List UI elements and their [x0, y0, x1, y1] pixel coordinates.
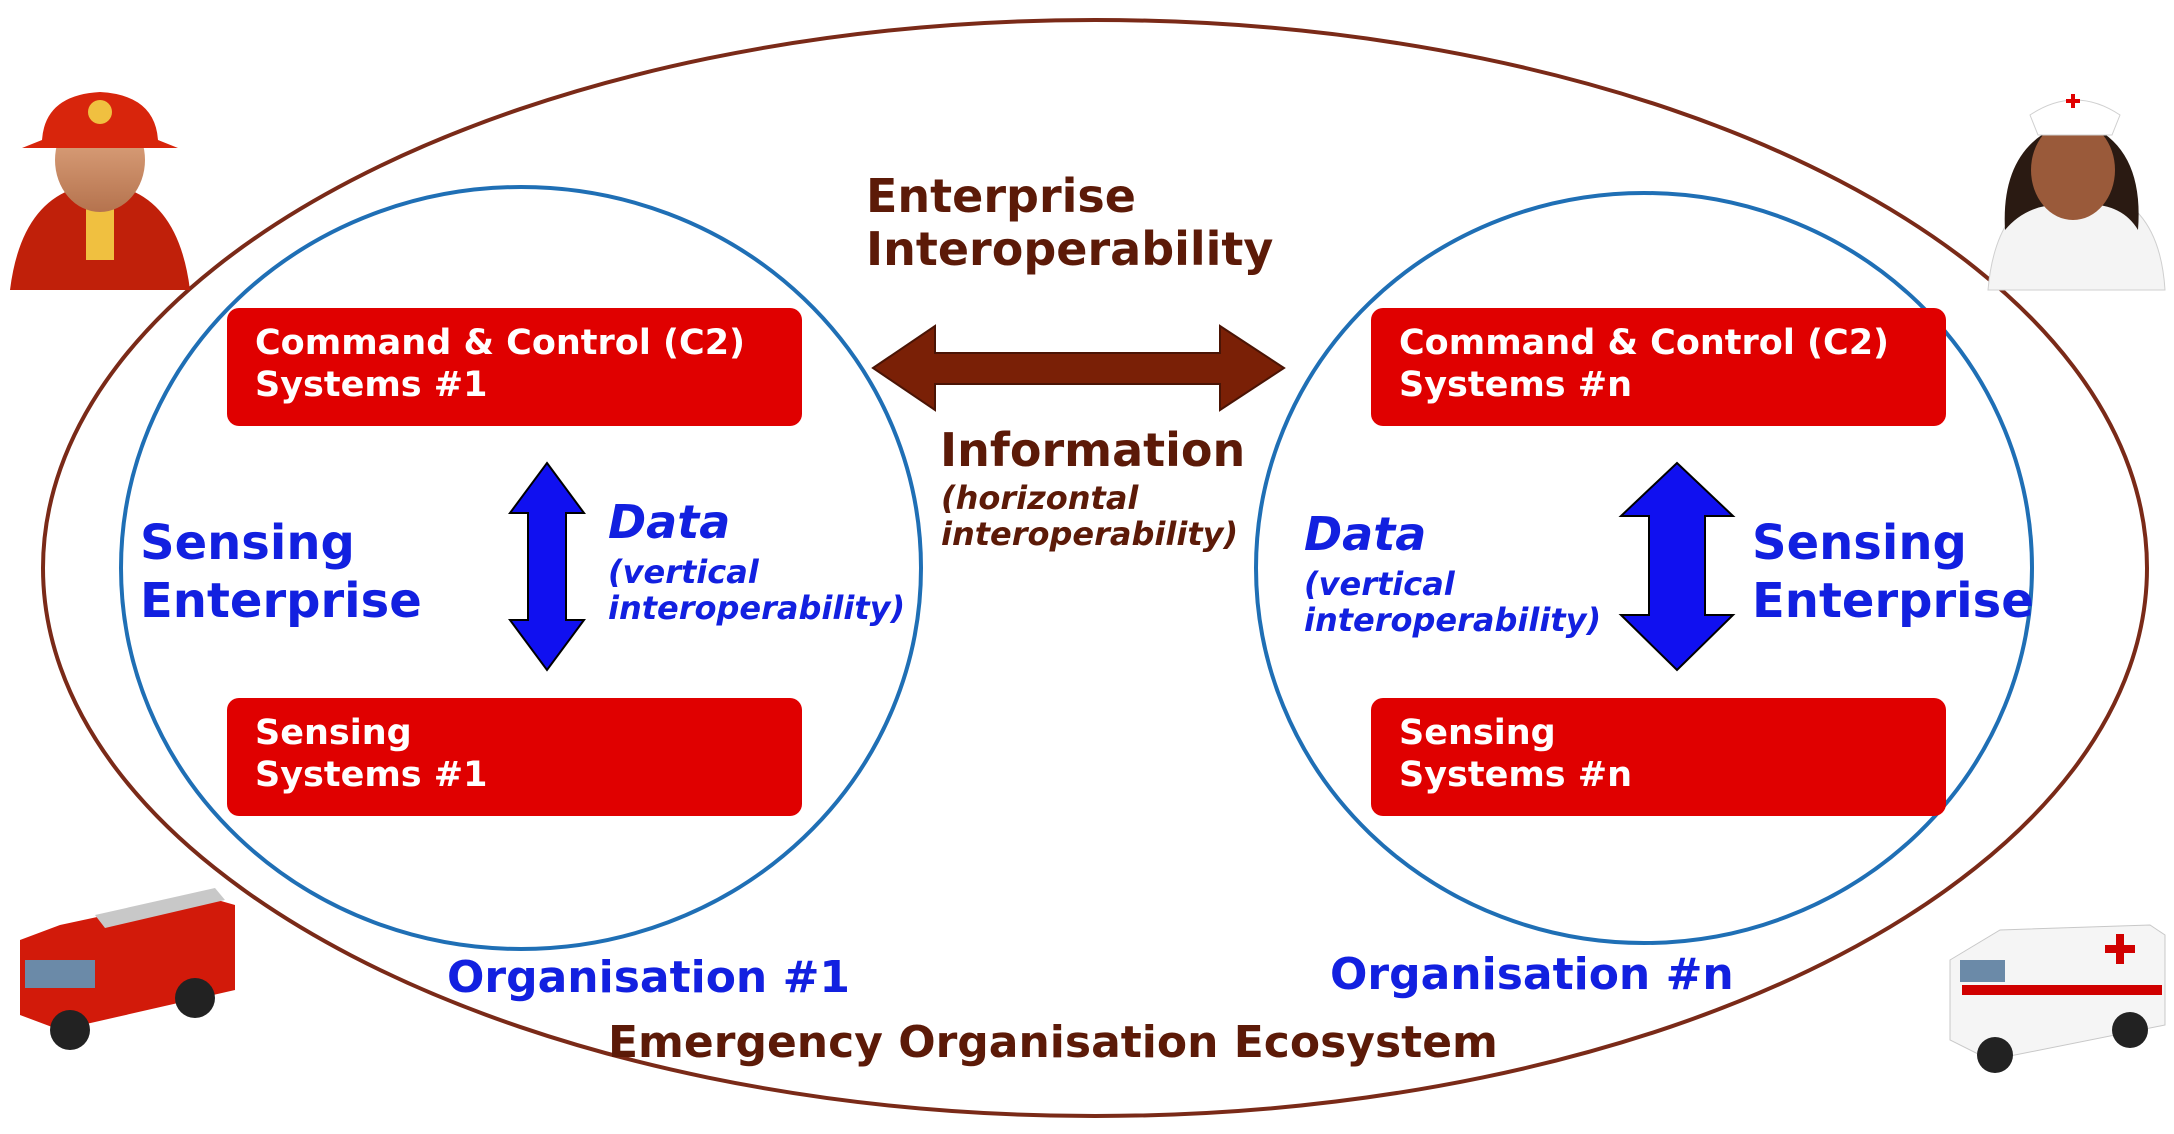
sensing-enterprise-n-label: Sensing Enterprise: [1752, 514, 2034, 630]
sensing-enterprise-1-line2: Enterprise: [140, 573, 422, 629]
vertical-arrow-org1: [508, 461, 586, 672]
organisation-n-label: Organisation #n: [1330, 949, 1734, 1000]
ambulance-icon: [1949, 924, 2166, 1073]
c2-systems-n-line2: Systems #n: [1399, 365, 1633, 405]
c2-systems-1-box: Command & Control (C2) Systems #1: [227, 308, 802, 426]
enterprise-interop-line2: Interoperability: [866, 221, 1274, 276]
sensing-enterprise-1-line1: Sensing: [140, 515, 355, 571]
orgn-circle: [1254, 191, 2034, 945]
horizontal-interop-line1: (horizontal: [941, 479, 1139, 517]
enterprise-interoperability-label: Enterprise Interoperability: [866, 170, 1273, 276]
sensing-enterprise-n-line2: Enterprise: [1752, 573, 2034, 629]
emergency-ecosystem-label: Emergency Organisation Ecosystem: [608, 1017, 1498, 1068]
enterprise-interop-line1: Enterprise: [866, 169, 1137, 223]
horizontal-arrow: [871, 324, 1286, 412]
vertical-interop-n-line2: interoperability): [1304, 601, 1602, 639]
nurse-icon: [1987, 94, 2166, 291]
c2-systems-n-box: Command & Control (C2) Systems #n: [1371, 308, 1946, 426]
sensing-systems-n-line2: Systems #n: [1399, 755, 1633, 795]
sensing-systems-1-line1: Sensing: [255, 713, 412, 753]
vertical-interoperability-1-label: (vertical interoperability): [608, 554, 905, 626]
fire-truck-icon: [20, 888, 235, 1050]
sensing-systems-1-line2: Systems #1: [255, 755, 488, 795]
sensing-systems-n-box: Sensing Systems #n: [1371, 698, 1946, 816]
data-n-title: Data: [1304, 507, 1427, 561]
vertical-interop-n-line1: (vertical: [1304, 565, 1455, 603]
information-title: Information: [940, 423, 1246, 477]
c2-systems-1-line1: Command & Control (C2): [255, 323, 746, 363]
vertical-interop-1-line1: (vertical: [608, 553, 759, 591]
horizontal-interoperability-label: (horizontal interoperability): [941, 480, 1238, 552]
sensing-enterprise-1-label: Sensing Enterprise: [140, 514, 422, 630]
sensing-enterprise-n-line1: Sensing: [1752, 515, 1967, 571]
c2-systems-n-line1: Command & Control (C2): [1399, 323, 1890, 363]
sensing-systems-1-box: Sensing Systems #1: [227, 698, 802, 816]
organisation-1-label: Organisation #1: [447, 952, 851, 1003]
vertical-interoperability-n-label: (vertical interoperability): [1304, 566, 1601, 638]
sensing-systems-n-line1: Sensing: [1399, 713, 1556, 753]
ecosystem-ellipse: [41, 18, 2149, 1118]
horizontal-interop-line2: interoperability): [941, 515, 1239, 553]
data-1-title: Data: [608, 495, 731, 549]
firefighter-icon: [10, 92, 190, 290]
org1-circle: [119, 185, 923, 951]
vertical-interop-1-line2: interoperability): [608, 589, 906, 627]
c2-systems-1-line2: Systems #1: [255, 365, 488, 405]
vertical-arrow-orgn: [1618, 461, 1736, 672]
